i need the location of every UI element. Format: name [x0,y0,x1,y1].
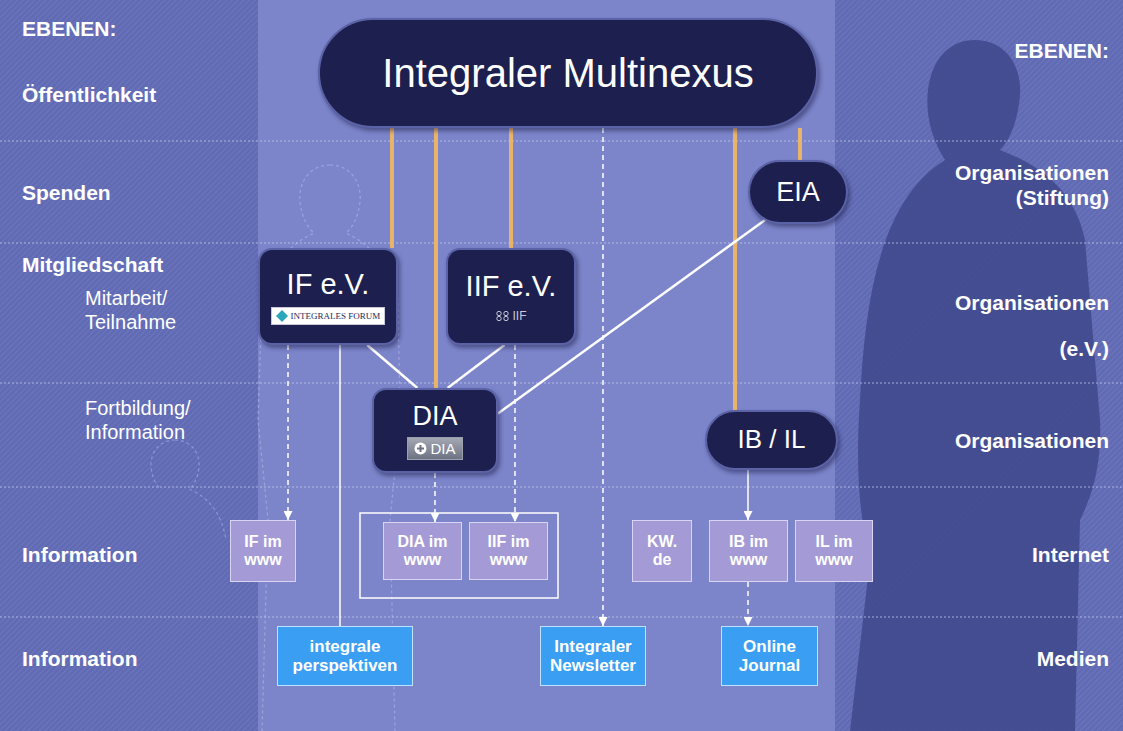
level-label: Organisationen (Stiftung) [955,160,1109,210]
level-label: EBENEN: [1014,38,1109,63]
plus-mark [417,445,424,452]
level-label: Mitgliedschaft [22,252,163,277]
logo-badge: DIA [407,437,462,460]
ring-mark [496,316,500,320]
website-box: IB im www [709,520,788,582]
node-title: IB / IL [738,425,806,454]
if-logo-icon [276,310,288,322]
link-line [509,128,513,248]
plus-circle [415,443,427,455]
association-box: IF e.V. INTEGRALES FORUM [258,248,398,345]
right-hatch [835,0,1123,731]
person-outline [151,440,226,540]
node-title: Integraler Multinexus [382,51,753,96]
logo-text: INTEGRALES FORUM [291,311,381,321]
node-title: IL im www [799,533,869,569]
node-title: IIF im www [473,533,544,569]
level-label: Organisationen [955,428,1109,453]
hub-pill: Integraler Multinexus [318,18,818,128]
level-label: Spenden [22,180,111,205]
website-box: DIA im www [383,522,462,580]
organisation-pill: IB / IL [705,410,838,470]
logo-badge: INTEGRALES FORUM [271,307,386,325]
node-title: Online Journal [725,637,814,675]
ring-mark [496,311,500,315]
logo-text: DIA [430,440,455,457]
left-hatch [0,0,258,731]
media-box: integrale perspektiven [277,626,413,686]
link-line [798,128,802,160]
level-divider [0,141,1123,617]
level-label: Öffentlichkeit [22,82,156,107]
info-arrow [602,128,604,626]
person-silhouette [850,40,1100,731]
node-title: IF im www [234,533,292,569]
left-panel [0,0,258,731]
level-label: Internet [1032,542,1109,567]
right-panel [835,0,1123,731]
link-line [434,128,438,388]
level-label: Information [22,646,138,671]
node-title: IF e.V. [287,268,370,300]
connector-line [448,345,505,388]
website-box: IF im www [230,520,296,582]
group-frame [360,513,558,598]
ring-mark [503,316,507,320]
logo-badge: IIF [496,309,527,323]
link-line [733,128,737,410]
iif-logo-icon [496,311,510,321]
info-arrow [287,345,289,520]
info-arrow [747,582,749,626]
association-box: IIF e.V. IIF [446,248,576,345]
level-label: Mitarbeit/ Teilnahme [85,286,176,334]
level-label: Organisationen (e.V.) [955,280,1109,372]
level-label: EBENEN: [22,16,117,41]
logo-text: IIF [513,309,527,323]
level-label: Information [22,542,138,567]
level-label: Medien [1037,646,1109,671]
website-box: IL im www [795,520,873,582]
diamond-mark [276,310,288,322]
media-box: Online Journal [721,626,818,686]
media-box: Integraler Newsletter [540,626,646,686]
website-box: IIF im www [469,522,548,580]
ring-mark [503,311,507,315]
academy-box: DIA DIA [372,388,498,473]
connector-line [747,470,749,520]
dia-logo-icon [414,442,427,455]
info-arrow [434,473,436,522]
connector-line [339,345,341,626]
node-title: integrale perspektiven [281,637,409,675]
level-label: Fortbildung/ Information [85,396,191,444]
link-line [390,128,394,248]
node-title: DIA im www [387,533,458,569]
node-title: Integraler Newsletter [544,637,642,675]
node-title: DIA [412,401,457,431]
connector-line [367,345,417,388]
node-title: KW. de [636,533,688,569]
info-arrow [514,345,516,522]
node-title: IB im www [713,533,784,569]
foundation-pill: EIA [748,160,848,224]
node-title: EIA [776,177,820,207]
node-title: IIF e.V. [466,270,557,302]
website-box: KW. de [632,520,692,582]
